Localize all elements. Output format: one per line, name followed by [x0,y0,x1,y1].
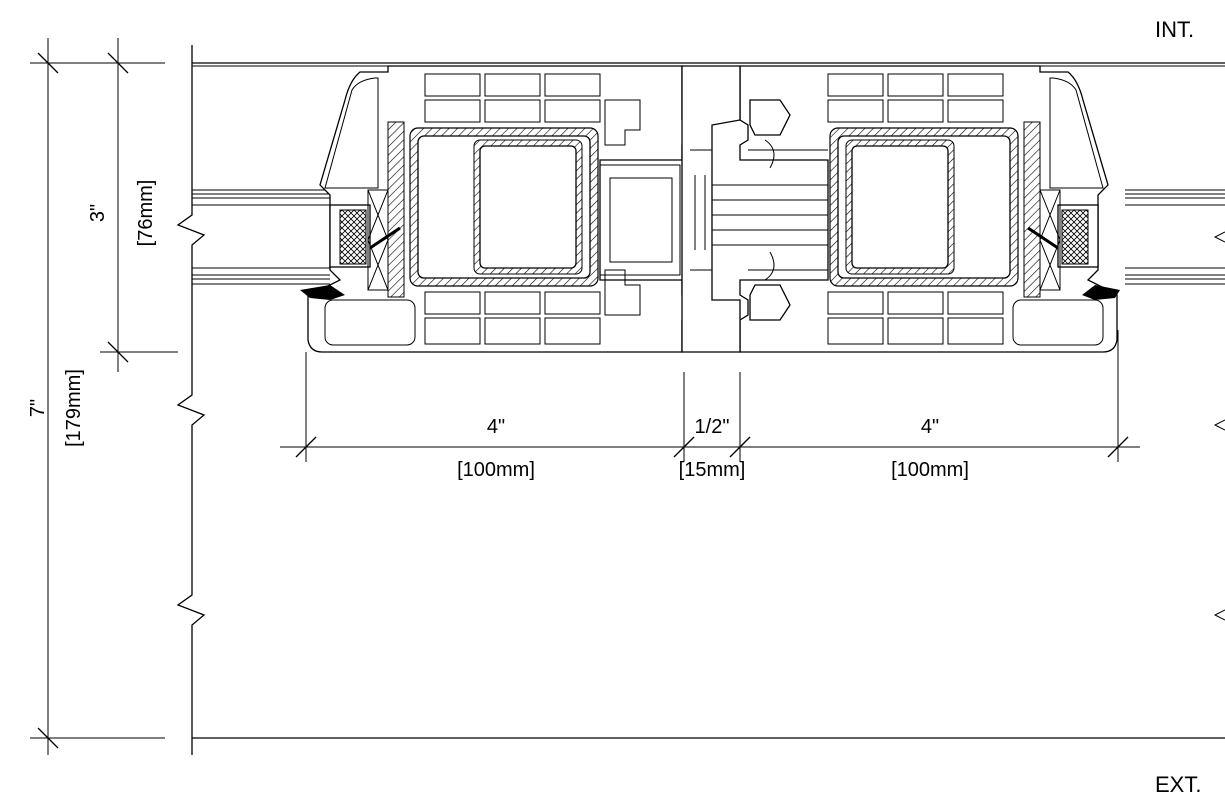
frame-depth-in: 3" [87,204,109,222]
overall-height-dimension: 7" [179mm] [27,38,165,755]
left-width-in: 4" [487,416,505,438]
overall-height-mm: [179mm] [63,369,85,447]
exterior-label: EXT. [1155,772,1201,797]
width-dimensions: 4" [100mm] 1/2" [15mm] 4" [100mm] [280,330,1140,481]
left-sash-profile [300,65,691,353]
center-mullion [681,65,741,353]
wall-lines [176,45,1225,755]
interior-label: INT. [1155,17,1194,42]
frame-depth-dimension: 3" [76mm] [87,38,178,372]
right-width-in: 4" [921,416,939,438]
right-sash-profile [712,65,1120,353]
right-width-mm: [100mm] [891,459,969,481]
frame-depth-mm: [76mm] [135,180,157,247]
overall-height-in: 7" [27,399,49,417]
gap-width-in: 1/2" [695,416,730,438]
left-width-mm: [100mm] [457,459,535,481]
gap-width-mm: [15mm] [679,459,746,481]
glazing-lines [192,189,1225,285]
